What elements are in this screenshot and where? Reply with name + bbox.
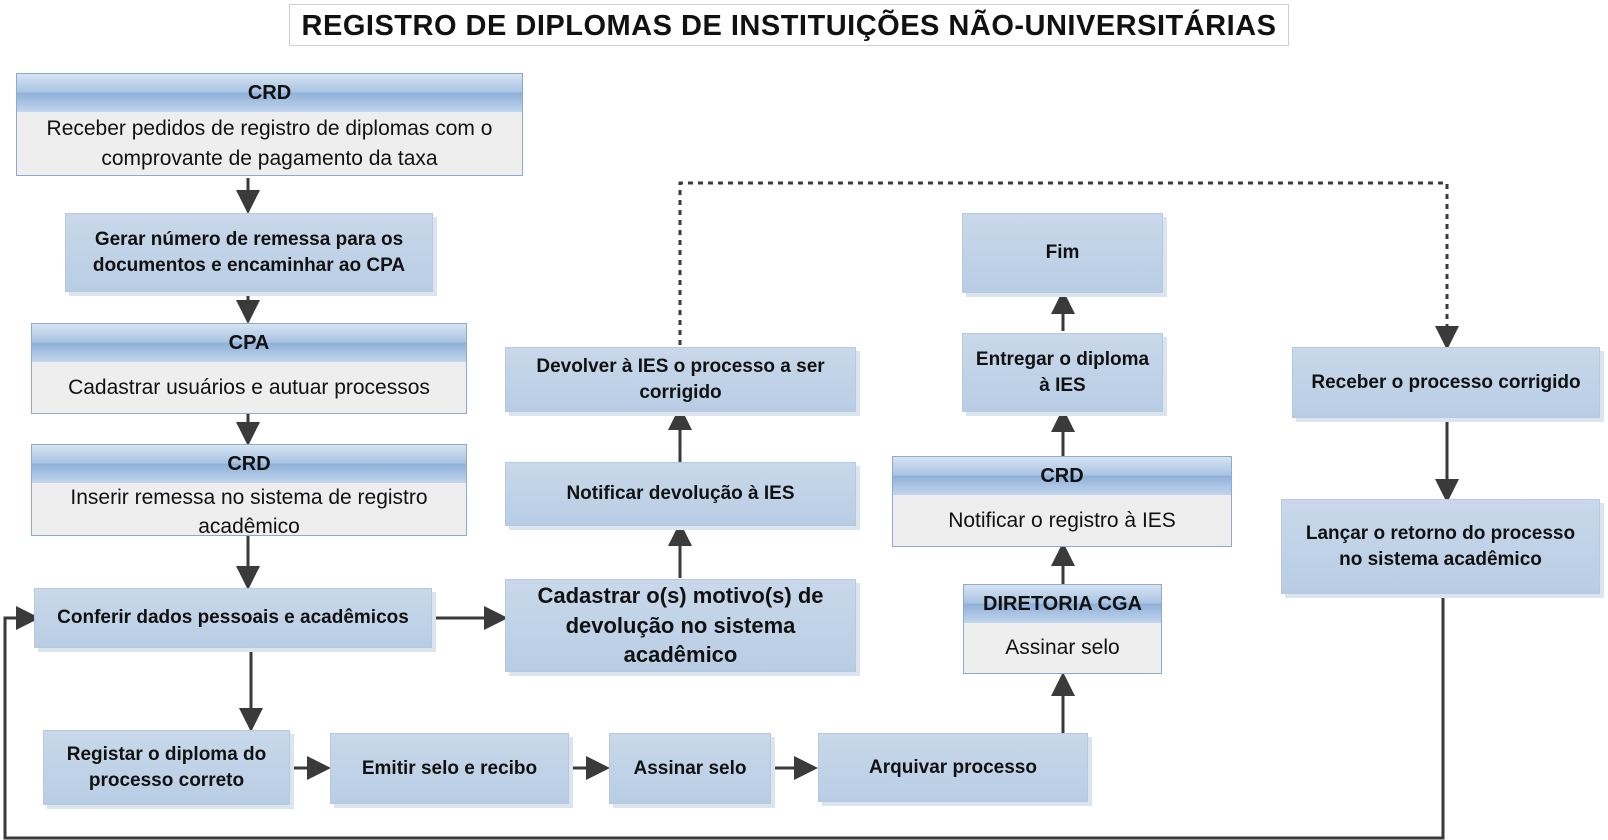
lane-task: Receber pedidos de registro de diplomas …: [46, 117, 493, 170]
arrow-dotted-resubmit: [678, 181, 1459, 350]
diagram-title: REGISTRO DE DIPLOMAS DE INSTITUIÇÕES NÃO…: [289, 4, 1289, 46]
lane-task: Assinar selo: [1005, 636, 1120, 660]
step-entregar-diploma: Entregar o diploma à IES: [962, 333, 1163, 412]
lane-header: CPA: [32, 324, 466, 362]
crd-receive-lane: CRD Receber pedidos de registro de diplo…: [16, 73, 523, 176]
step-notificar-devolucao: Notificar devolução à IES: [505, 462, 856, 526]
crd-notify-lane: CRD Notificar o registro à IES: [892, 456, 1232, 547]
step-conferir-dados: Conferir dados pessoais e acadêmicos: [34, 588, 432, 648]
step-receber-corrigido: Receber o processo corrigido: [1292, 347, 1600, 418]
lane-header: CRD: [17, 74, 522, 112]
cga-lane: DIRETORIA CGA Assinar selo: [963, 584, 1162, 674]
step-emitir-selo: Emitir selo e recibo: [330, 733, 569, 804]
step-fim: Fim: [962, 213, 1163, 293]
step-devolver-ies: Devolver à IES o processo a ser corrigid…: [505, 347, 856, 412]
step-assinar-selo: Assinar selo: [609, 733, 771, 804]
lane-header: DIRETORIA CGA: [964, 585, 1161, 623]
step-registar-diploma: Registar o diploma do processo correto: [43, 730, 290, 805]
crd-insert-lane: CRD Inserir remessa no sistema de regist…: [31, 444, 467, 538]
lane-task: Cadastrar usuários e autuar processos: [68, 375, 430, 399]
step-lancar-retorno: Lançar o retorno do processo no sistema …: [1281, 499, 1600, 594]
lane-header: CRD: [32, 445, 466, 483]
step-arquivar-processo: Arquivar processo: [818, 733, 1088, 802]
step-cadastrar-motivo: Cadastrar o(s) motivo(s) de devolução no…: [505, 579, 856, 672]
lane-task: Inserir remessa no sistema de registro a…: [70, 486, 428, 539]
lane-task: Notificar o registro à IES: [948, 508, 1176, 532]
step-gerar-remessa: Gerar número de remessa para os document…: [65, 213, 433, 292]
cpa-lane: CPA Cadastrar usuários e autuar processo…: [31, 323, 467, 414]
arrow-feedback-loop: [3, 594, 1445, 840]
lane-header: CRD: [893, 457, 1231, 495]
